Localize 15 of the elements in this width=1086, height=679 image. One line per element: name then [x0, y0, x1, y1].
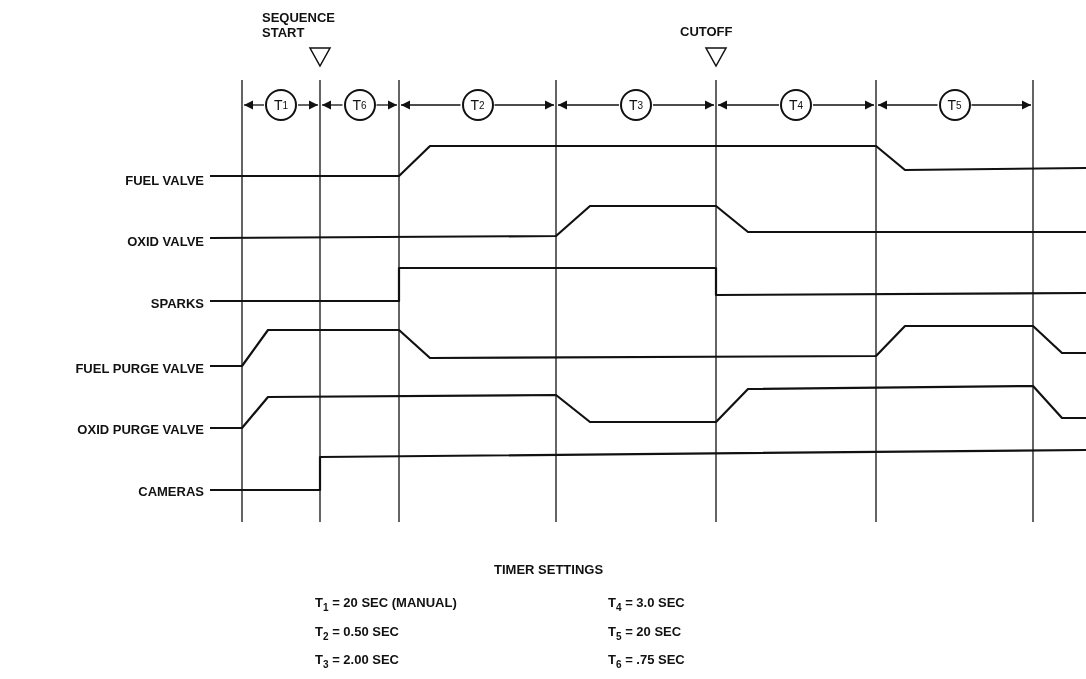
table-heading: TIMER SETTINGS — [494, 562, 604, 577]
signal-label: OXID VALVE — [127, 234, 204, 249]
event-label: CUTOFF — [680, 24, 733, 39]
signal-label: CAMERAS — [138, 484, 204, 499]
signal-label: FUEL PURGE VALVE — [75, 361, 204, 376]
timer-setting: T$_{3}$ = 2.00 SEC — [315, 652, 399, 672]
signal-label: FUEL VALVE — [125, 173, 204, 188]
signal-label: SPARKS — [150, 296, 204, 311]
timer-setting: T$_{2}$ = 0.50 SEC — [315, 624, 399, 644]
timer-setting: T$_{5}$ = 20 SEC — [608, 624, 682, 644]
signal-label: OXID PURGE VALVE — [77, 422, 204, 437]
event-label: SEQUENCE START — [262, 10, 336, 40]
timer-setting: T$_{1}$ = 20 SEC (MANUAL) — [315, 595, 457, 615]
timer-setting: T$_{4}$ = 3.0 SEC — [608, 595, 685, 615]
timer-setting: T$_{6}$ = .75 SEC — [608, 652, 685, 672]
